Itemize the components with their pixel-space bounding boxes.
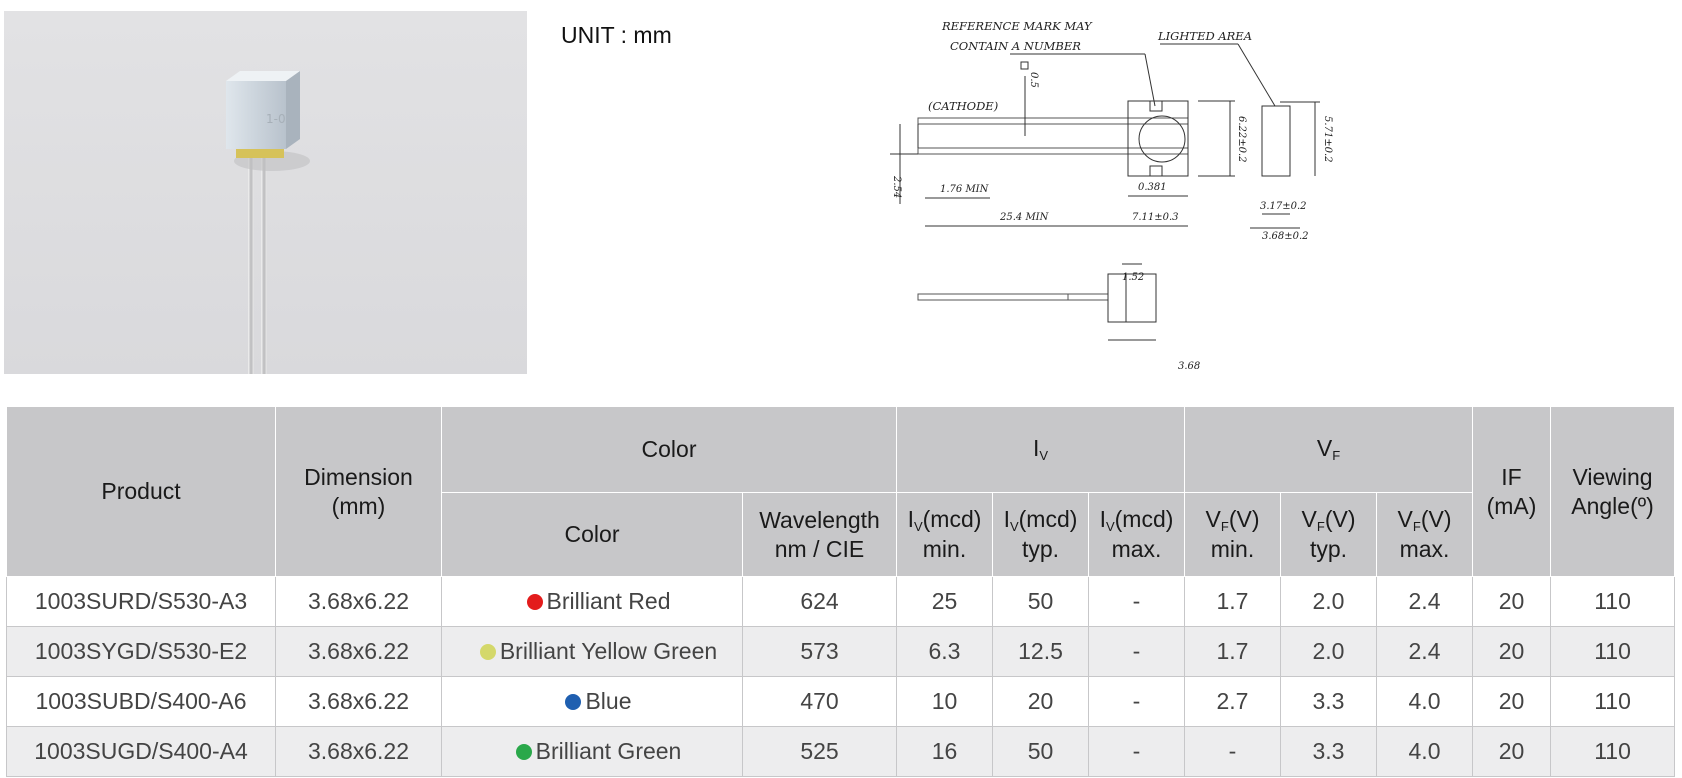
cell-dimension: 3.68x6.22 bbox=[275, 626, 442, 677]
cell-iv-min: 25 bbox=[896, 576, 993, 627]
dim-1-52: 1.52 bbox=[1122, 272, 1144, 283]
header-iv-typ: IV(mcd)typ. bbox=[992, 492, 1089, 577]
cell-product: 1003SUGD/S400-A4 bbox=[6, 726, 276, 777]
cell-if: 20 bbox=[1472, 626, 1552, 677]
cell-dimension: 3.68x6.22 bbox=[275, 576, 442, 627]
spec-table: Product Dimension(mm) Color IV VF IF(mA)… bbox=[6, 406, 1676, 777]
header-vf-typ: VF(V)typ. bbox=[1280, 492, 1377, 577]
header-color: Color bbox=[441, 492, 743, 577]
cell-iv-max: - bbox=[1088, 576, 1185, 627]
dim-0-381: 0.381 bbox=[1138, 182, 1167, 193]
cell-vf-min: 1.7 bbox=[1184, 576, 1281, 627]
note-cathode: (CATHODE) bbox=[928, 99, 998, 113]
cell-wavelength: 624 bbox=[742, 576, 897, 627]
cell-vf-max: 4.0 bbox=[1375, 676, 1474, 727]
dim-3-17: 3.17±0.2 bbox=[1260, 201, 1307, 212]
product-photo: 1-0 bbox=[4, 11, 527, 374]
cell-vf-typ: 3.3 bbox=[1280, 726, 1377, 777]
header-iv-min: IV(mcd)min. bbox=[896, 492, 993, 577]
cell-iv-min: 16 bbox=[896, 726, 993, 777]
svg-text:1-0: 1-0 bbox=[266, 112, 286, 126]
dim-3-68-bottom: 3.68 bbox=[1178, 361, 1200, 372]
note-number: CONTAIN A NUMBER bbox=[950, 39, 1081, 53]
cell-wavelength: 470 bbox=[742, 676, 897, 727]
cell-angle: 110 bbox=[1550, 676, 1676, 727]
header-dimension: Dimension(mm) bbox=[275, 406, 442, 577]
cell-iv-typ: 50 bbox=[992, 576, 1089, 627]
header-color-group: Color bbox=[441, 406, 897, 493]
cell-iv-min: 10 bbox=[896, 676, 993, 727]
cell-if: 20 bbox=[1472, 576, 1552, 627]
color-name: Brilliant Yellow Green bbox=[499, 638, 718, 664]
cell-iv-typ: 20 bbox=[992, 676, 1089, 727]
color-name: Blue bbox=[585, 688, 632, 714]
color-name: Brilliant Red bbox=[546, 588, 671, 614]
cell-vf-min: 1.7 bbox=[1184, 626, 1281, 677]
cell-wavelength: 525 bbox=[742, 726, 897, 777]
dim-7-11: 7.11±0.3 bbox=[1132, 212, 1179, 223]
cell-vf-min: - bbox=[1184, 726, 1281, 777]
dim-3-68-side: 3.68±0.2 bbox=[1262, 231, 1309, 242]
cell-vf-typ: 3.3 bbox=[1280, 676, 1377, 727]
dim-6-22: 6.22±0.2 bbox=[1236, 116, 1247, 163]
unit-label: UNIT : mm bbox=[561, 22, 672, 48]
header-product: Product bbox=[6, 406, 276, 577]
note-lighted-area: LIGHTED AREA bbox=[1157, 29, 1252, 43]
cell-wavelength: 573 bbox=[742, 626, 897, 677]
cell-angle: 110 bbox=[1550, 726, 1676, 777]
cell-color: Brilliant Red bbox=[441, 576, 743, 627]
dim-25-4-min: 25.4 MIN bbox=[999, 212, 1050, 223]
cell-angle: 110 bbox=[1550, 626, 1676, 677]
header-vf-max: VF(V)max. bbox=[1375, 492, 1474, 577]
cell-vf-typ: 2.0 bbox=[1280, 626, 1377, 677]
cell-iv-typ: 12.5 bbox=[992, 626, 1089, 677]
color-dot-icon bbox=[515, 744, 532, 760]
cell-iv-max: - bbox=[1088, 726, 1185, 777]
cell-if: 20 bbox=[1472, 726, 1552, 777]
cell-angle: 110 bbox=[1550, 576, 1676, 627]
header-iv-group: IV bbox=[896, 406, 1185, 493]
cell-vf-max: 2.4 bbox=[1375, 576, 1474, 627]
color-dot-icon bbox=[565, 694, 582, 710]
dimension-drawing: REFERENCE MARK MAY CONTAIN A NUMBER LIGH… bbox=[890, 19, 1333, 372]
cell-product: 1003SUBD/S400-A6 bbox=[6, 676, 276, 727]
dim-5-71: 5.71±0.2 bbox=[1322, 116, 1333, 163]
cell-if: 20 bbox=[1472, 676, 1552, 727]
cell-color: Blue bbox=[441, 676, 743, 727]
cell-color: Brilliant Yellow Green bbox=[441, 626, 743, 677]
header-vf-min: VF(V)min. bbox=[1184, 492, 1281, 577]
header-vf-group: VF bbox=[1183, 406, 1474, 493]
cell-product: 1003SYGD/S530-E2 bbox=[6, 626, 276, 677]
cell-iv-max: - bbox=[1088, 676, 1185, 727]
cell-color: Brilliant Green bbox=[441, 726, 743, 777]
cell-vf-max: 4.0 bbox=[1375, 726, 1474, 777]
led-photo-illustration: 1-0 bbox=[226, 71, 310, 374]
cell-product: 1003SURD/S530-A3 bbox=[6, 576, 276, 627]
dim-0-5: 0.5 bbox=[1028, 72, 1039, 88]
color-dot-icon bbox=[526, 594, 543, 610]
cell-iv-max: - bbox=[1088, 626, 1185, 677]
note-reference: REFERENCE MARK MAY bbox=[941, 19, 1093, 33]
cell-vf-min: 2.7 bbox=[1184, 676, 1281, 727]
cell-vf-typ: 2.0 bbox=[1280, 576, 1377, 627]
header-if: IF(mA) bbox=[1472, 406, 1552, 577]
cell-iv-typ: 50 bbox=[992, 726, 1089, 777]
cell-vf-max: 2.4 bbox=[1375, 626, 1474, 677]
dim-2-54: 2.54 bbox=[891, 175, 902, 198]
color-name: Brilliant Green bbox=[535, 738, 682, 764]
dim-1-76-min: 1.76 MIN bbox=[940, 184, 990, 195]
cell-dimension: 3.68x6.22 bbox=[275, 676, 442, 727]
color-dot-icon bbox=[479, 644, 496, 660]
cell-dimension: 3.68x6.22 bbox=[275, 726, 442, 777]
header-iv-max: IV(mcd)max. bbox=[1088, 492, 1185, 577]
cell-iv-min: 6.3 bbox=[896, 626, 993, 677]
